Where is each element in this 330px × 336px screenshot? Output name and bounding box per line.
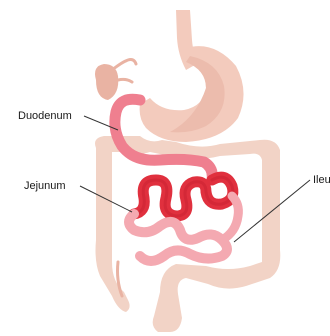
jejunum-label: Jejunum [24,180,66,192]
ileum [129,214,227,261]
duodenum-label: Duodenum [18,110,72,122]
ileum-label: Ileu [313,174,330,186]
